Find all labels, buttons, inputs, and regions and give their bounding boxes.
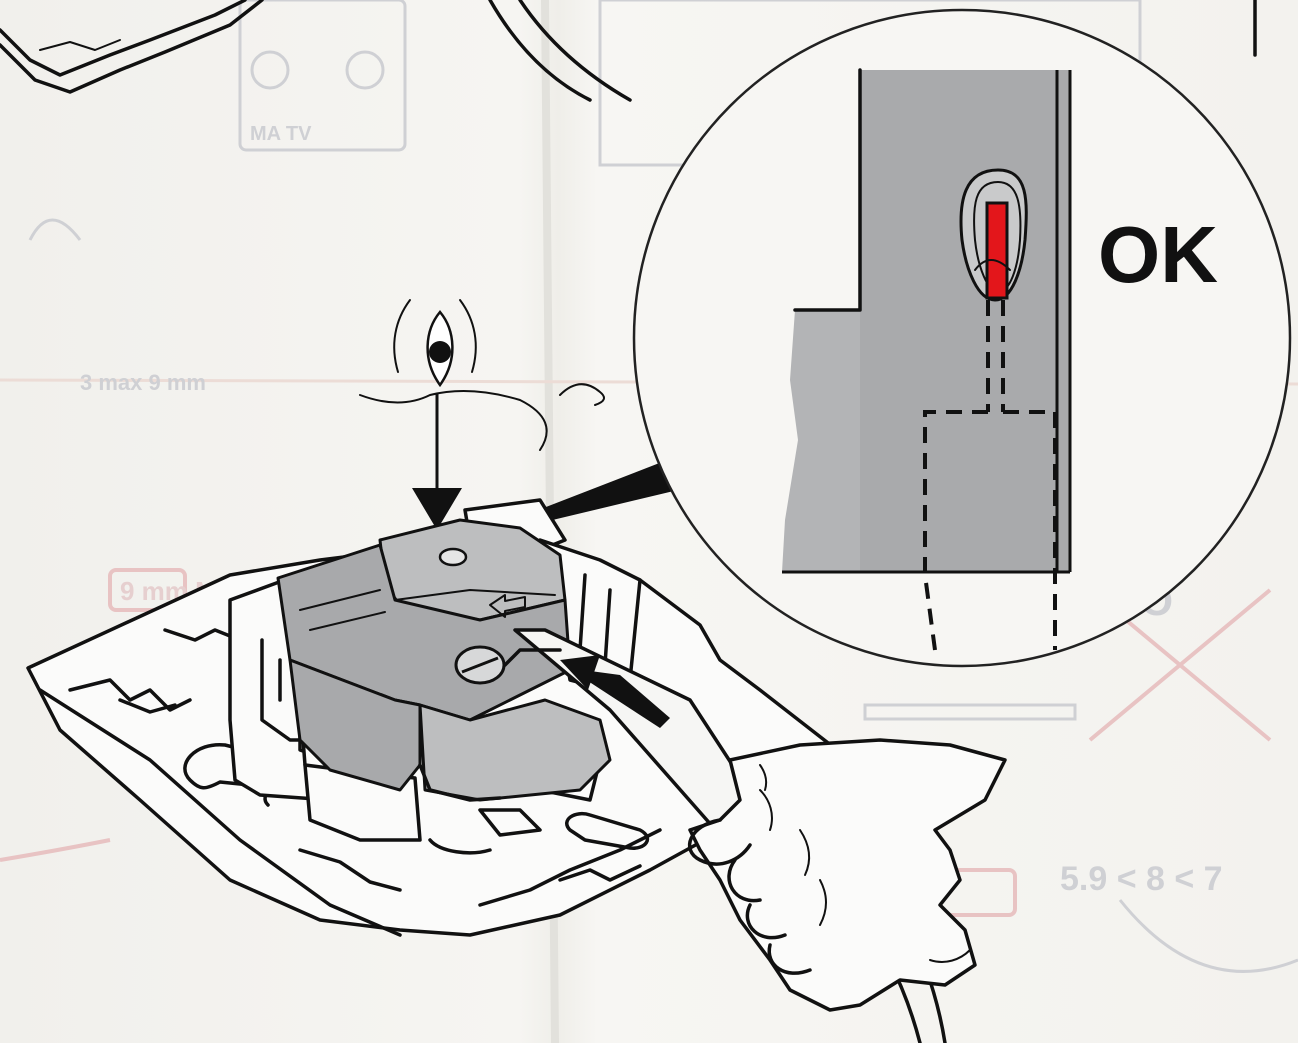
hand: [687, 738, 1007, 1012]
previous-step-fragment: [0, 0, 1257, 102]
svg-text:MA TV: MA TV: [250, 123, 312, 145]
screw: [454, 645, 506, 685]
svg-text:3 max 9 mm: 3 max 9 mm: [80, 370, 206, 395]
connector-module: [276, 518, 612, 802]
eye-icon: [359, 299, 605, 451]
contact-pin: [985, 201, 1009, 300]
svg-text:5.9 < 8 < 7: 5.9 < 8 < 7: [1060, 860, 1223, 898]
arrow-insert-icon: [560, 655, 670, 728]
magnified-detail: OK: [632, 8, 1292, 668]
arrow-down-icon: [412, 393, 462, 530]
connector-plate: [860, 70, 1070, 572]
ok-label: OK: [1098, 210, 1218, 299]
